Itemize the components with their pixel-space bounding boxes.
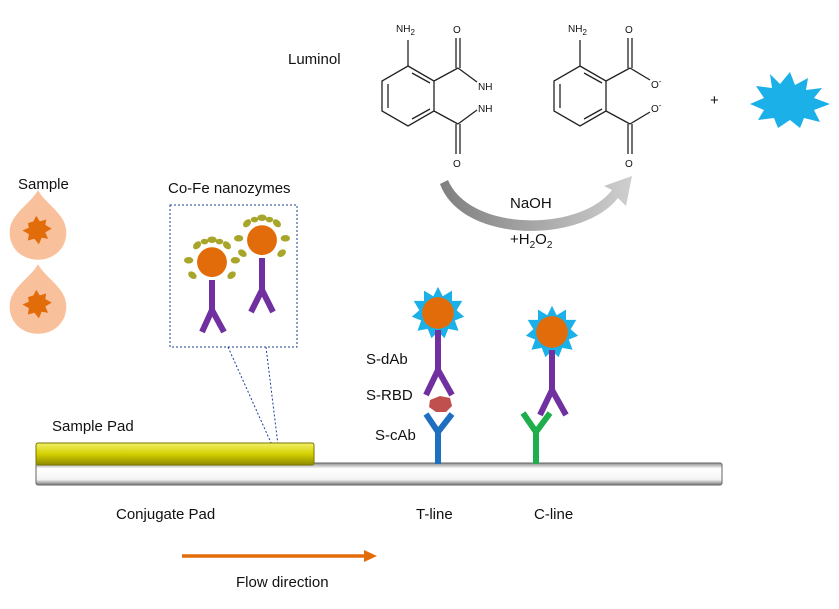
flow-direction-label: Flow direction: [236, 574, 329, 591]
s-rbd-label: S-RBD: [366, 387, 413, 404]
product-oxygen-bottom: O: [625, 159, 633, 170]
s-cab-arm-left: [423, 412, 441, 434]
nanozyme-callout-box: [169, 204, 298, 348]
conjugate-pad-label: Conjugate Pad: [116, 506, 215, 523]
s-cab-label: S-cAb: [375, 427, 416, 444]
sample-pad: [35, 442, 315, 466]
s-cab-arm-right: [435, 412, 455, 434]
flow-arrow-head: [364, 550, 377, 562]
h2o2-label: +H2O2: [510, 231, 553, 251]
nanozyme-particle-2: [234, 214, 290, 259]
light-emission-icon: [750, 72, 830, 128]
nanozyme-antibody-1: [184, 236, 240, 334]
c-line-complex: [520, 305, 579, 464]
luminol-structure: [381, 38, 478, 154]
product-oxide-bottom: O-: [651, 101, 662, 115]
nanozyme-antibody-2: [234, 214, 290, 314]
nanozyme-particle-1: [184, 236, 240, 281]
s-dab-label: S-dAb: [366, 351, 408, 368]
c-line-label: C-line: [534, 506, 573, 523]
luminol-oxygen-top: O: [453, 25, 461, 36]
plus-sign: +: [710, 92, 719, 109]
s-dab-arm-right: [435, 368, 455, 397]
antibody-arm-1b: [209, 308, 227, 334]
antibody-arm-1a: [199, 308, 215, 334]
antibody-arm-2a: [248, 288, 265, 314]
sample-label: Sample: [18, 176, 69, 193]
callout-pointer-right: [265, 346, 279, 446]
c-line-capture-arm-left: [520, 411, 539, 434]
nitrocellulose-strip: [35, 462, 723, 486]
c-line-nanozyme: [525, 305, 579, 358]
sample-drop-1: [9, 190, 67, 260]
luminol-oxygen-bottom: O: [453, 159, 461, 170]
callout-pointer-left: [227, 346, 273, 446]
c-line-antibody-arm-right: [549, 388, 569, 417]
t-line-label: T-line: [416, 506, 453, 523]
nanozymes-label: Co-Fe nanozymes: [168, 180, 291, 197]
antibody-arm-2b: [259, 288, 276, 314]
product-oxide-top: O-: [651, 77, 662, 91]
s-dab-arm-left: [423, 368, 441, 397]
s-rbd-antigen: [429, 396, 452, 412]
sample-drop-2: [9, 264, 67, 334]
c-line-capture-arm-right: [533, 411, 553, 434]
luminol-nh-top: NH: [478, 82, 492, 93]
reaction-arrow: [440, 176, 632, 231]
product-nh2-label: NH2: [568, 24, 587, 37]
c-line-antibody-arm-left: [537, 388, 555, 417]
luminol-nh2-label: NH2: [396, 24, 415, 37]
product-oxygen-top: O: [625, 25, 633, 36]
aminophthalate-structure: [553, 38, 651, 154]
luminol-label: Luminol: [288, 51, 341, 68]
naoh-label: NaOH: [510, 195, 552, 212]
t-line-sandwich: [411, 286, 465, 464]
sample-pad-label: Sample Pad: [52, 418, 134, 435]
luminol-nh-bottom: NH: [478, 104, 492, 115]
